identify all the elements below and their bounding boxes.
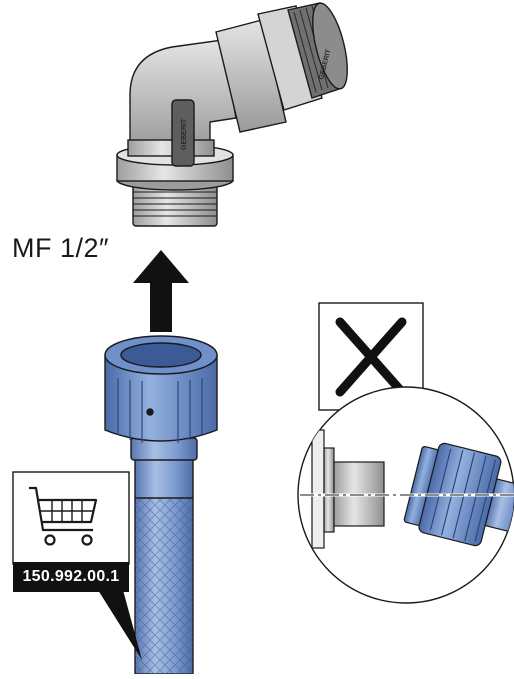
arrow-up-icon [133,250,189,332]
order-callout [12,471,142,660]
part-number-label: 150.992.00.1 [13,562,129,592]
blue-hose [104,335,218,675]
shopping-cart-icon [29,486,98,546]
wrong-alignment-detail [297,386,514,604]
thread-size-label: MF 1/2″ [12,233,110,263]
elbow-fitting: GEBERIT GEBERIT [116,2,348,227]
clip-brand-text: GEBERIT [181,118,188,150]
